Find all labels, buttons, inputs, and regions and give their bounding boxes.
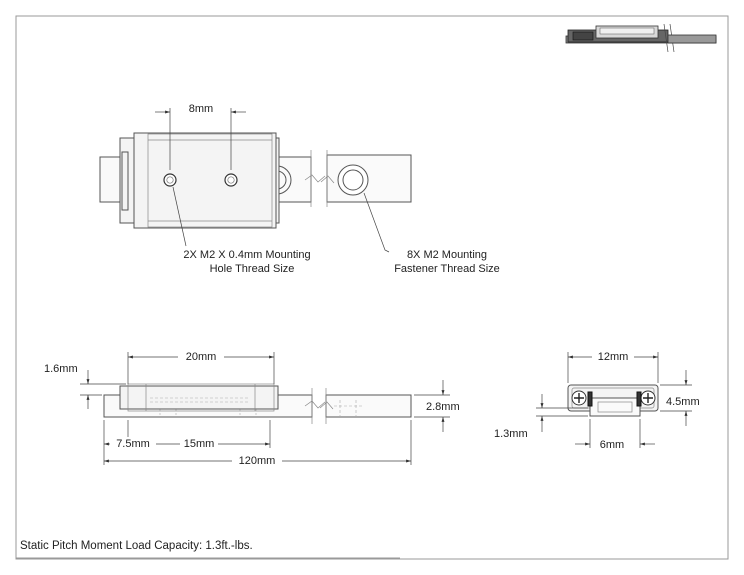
callout-mounting-hole-line2: Hole Thread Size bbox=[210, 263, 295, 275]
callout-mounting-hole-line1: 2X M2 X 0.4mm Mounting bbox=[183, 249, 310, 261]
rail-height-dimension: 2.8mm bbox=[426, 401, 460, 413]
hole-spacing-dimension: 15mm bbox=[184, 438, 215, 450]
callout-fastener-line2: Fastener Thread Size bbox=[394, 263, 500, 275]
rail-counterbore-inner bbox=[342, 169, 364, 191]
total-height-dimension: 4.5mm bbox=[666, 396, 700, 408]
top-view: 8mm 2X M2 X 0.4mm Mounting Hole Thread S… bbox=[99, 103, 500, 275]
carriage-length-dimension: 20mm bbox=[186, 351, 217, 363]
mounting-hole-left bbox=[163, 173, 177, 187]
end-view: 12mm 4.5mm 1.3mm 6mm bbox=[494, 350, 700, 451]
load-capacity-note: Static Pitch Moment Load Capacity: 1.3ft… bbox=[20, 540, 253, 552]
side-view: 20mm 1.6mm 2.8mm 7.5mm 15mm 120mm bbox=[44, 350, 460, 467]
drawing-border bbox=[15, 15, 729, 560]
end-offset-dimension: 7.5mm bbox=[116, 438, 150, 450]
pitch-dimension: 8mm bbox=[189, 103, 213, 115]
height-offset-dimension: 1.6mm bbox=[44, 363, 78, 375]
thumbnail-view bbox=[565, 23, 717, 53]
rail-length-dimension: 120mm bbox=[239, 455, 276, 467]
carriage-width-dimension: 12mm bbox=[598, 351, 629, 363]
mounting-hole-right bbox=[224, 173, 238, 187]
rail-width-dimension: 6mm bbox=[600, 439, 624, 451]
callout-fastener-line1: 8X M2 Mounting bbox=[407, 249, 487, 261]
clearance-dimension: 1.3mm bbox=[494, 428, 528, 440]
